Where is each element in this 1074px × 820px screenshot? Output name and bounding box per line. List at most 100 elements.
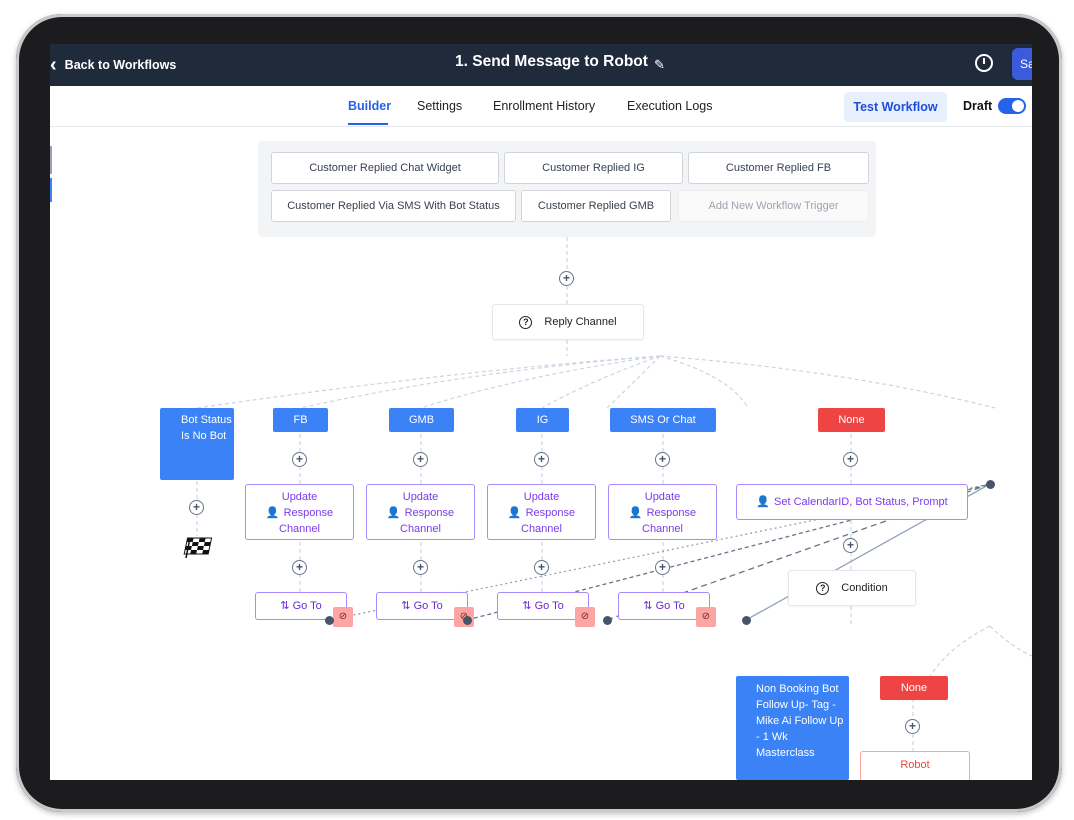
- trigger-ig[interactable]: Customer Replied IG: [504, 152, 683, 184]
- history-icon[interactable]: [975, 54, 993, 72]
- draft-toggle[interactable]: [998, 98, 1026, 114]
- back-to-workflows-button[interactable]: ‹ Back to Workflows: [50, 44, 176, 86]
- trigger-chat-widget[interactable]: Customer Replied Chat Widget: [271, 152, 499, 184]
- goto-action-ig[interactable]: ⇅ Go To: [497, 592, 589, 620]
- branch-gmb[interactable]: GMB: [389, 408, 454, 432]
- add-step-button[interactable]: +: [655, 560, 670, 575]
- trigger-gmb[interactable]: Customer Replied GMB: [521, 190, 671, 222]
- add-step-button[interactable]: +: [534, 560, 549, 575]
- end-flag-icon: [182, 536, 213, 559]
- action-line-1: Update: [402, 491, 439, 503]
- user-icon: 👤: [507, 507, 522, 519]
- chevron-left-icon: ‹: [50, 54, 57, 76]
- active-tab-indicator: [348, 123, 388, 125]
- goto-label: Go To: [534, 600, 564, 612]
- update-response-channel-fb[interactable]: Update 👤Response Channel: [245, 484, 354, 540]
- add-step-button[interactable]: +: [843, 538, 858, 553]
- action-line-1: Update: [523, 491, 560, 503]
- add-step-button[interactable]: +: [413, 452, 428, 467]
- robot-action[interactable]: Robot: [860, 751, 970, 780]
- set-calendar-label: Set CalendarID, Bot Status, Prompt: [774, 496, 948, 508]
- add-trigger-button[interactable]: Add New Workflow Trigger: [678, 190, 869, 222]
- user-icon: 👤: [756, 496, 771, 508]
- goto-icon: ⇅: [643, 600, 656, 612]
- user-icon: 👤: [386, 507, 401, 519]
- update-response-channel-ig[interactable]: Update 👤Response Channel: [487, 484, 596, 540]
- connector-handle[interactable]: [986, 480, 995, 489]
- goto-label: Go To: [413, 600, 443, 612]
- tab-settings[interactable]: Settings: [417, 99, 463, 113]
- goto-label: Go To: [292, 600, 322, 612]
- trigger-fb[interactable]: Customer Replied FB: [688, 152, 869, 184]
- branch-non-booking-follow-up[interactable]: Non Booking Bot Follow Up- Tag - Mike Ai…: [736, 676, 849, 780]
- user-icon: 👤: [265, 507, 280, 519]
- action-line-2: Response: [283, 507, 334, 519]
- add-step-button[interactable]: +: [534, 452, 549, 467]
- action-line-2: Response: [525, 507, 576, 519]
- tab-enrollment-history[interactable]: Enrollment History: [493, 99, 596, 113]
- unlink-icon[interactable]: ⊘: [575, 607, 595, 627]
- add-step-button[interactable]: +: [843, 452, 858, 467]
- tab-execution-logs[interactable]: Execution Logs: [627, 99, 713, 113]
- action-line-1: Update: [281, 491, 318, 503]
- add-step-button[interactable]: +: [559, 271, 574, 286]
- pencil-icon[interactable]: ✎: [654, 57, 665, 72]
- left-rail-marker: [50, 146, 52, 174]
- add-step-button[interactable]: +: [189, 500, 204, 515]
- goto-icon: ⇅: [401, 600, 414, 612]
- action-line-3: Channel: [279, 523, 320, 535]
- draft-label: Draft: [963, 99, 993, 113]
- branch-fb[interactable]: FB: [273, 408, 328, 432]
- branch-none-lower[interactable]: None: [880, 676, 948, 700]
- robot-label: Robot: [900, 759, 930, 771]
- app-screen: ‹ Back to Workflows 1. Send Message to R…: [50, 44, 1032, 780]
- action-line-3: Channel: [400, 523, 441, 535]
- branch-sms-or-chat[interactable]: SMS Or Chat: [610, 408, 716, 432]
- goto-action-fb[interactable]: ⇅ Go To: [255, 592, 347, 620]
- connector-handle[interactable]: [325, 616, 334, 625]
- add-step-button[interactable]: +: [413, 560, 428, 575]
- save-button[interactable]: Sa: [1012, 48, 1032, 80]
- workflow-title[interactable]: 1. Send Message to Robot: [455, 53, 648, 70]
- add-step-button[interactable]: +: [655, 452, 670, 467]
- add-step-button[interactable]: +: [292, 452, 307, 467]
- condition-label: Condition: [841, 582, 888, 594]
- action-line-2: Response: [646, 507, 697, 519]
- action-line-2: Response: [404, 507, 455, 519]
- action-line-1: Update: [644, 491, 681, 503]
- branch-bot-status[interactable]: Bot Status Is No Bot: [160, 408, 234, 480]
- set-calendar-action[interactable]: 👤Set CalendarID, Bot Status, Prompt: [736, 484, 968, 520]
- action-line-3: Channel: [642, 523, 683, 535]
- add-step-button[interactable]: +: [292, 560, 307, 575]
- reply-channel-label: Reply Channel: [544, 316, 617, 328]
- reply-channel-node[interactable]: ? Reply Channel: [492, 304, 644, 340]
- user-icon: 👤: [628, 507, 643, 519]
- trigger-sms-bot-status[interactable]: Customer Replied Via SMS With Bot Status: [271, 190, 516, 222]
- connector-handle[interactable]: [742, 616, 751, 625]
- unlink-icon[interactable]: ⊘: [333, 607, 353, 627]
- connector-handle[interactable]: [603, 616, 612, 625]
- goto-icon: ⇅: [522, 600, 535, 612]
- add-step-button[interactable]: +: [905, 719, 920, 734]
- trigger-panel: Customer Replied Chat Widget Customer Re…: [258, 141, 876, 237]
- tab-bar: Builder Settings Enrollment History Exec…: [50, 86, 1032, 127]
- left-rail-active-marker: [50, 178, 52, 202]
- back-label: Back to Workflows: [64, 58, 177, 72]
- branch-ig[interactable]: IG: [516, 408, 569, 432]
- unlink-icon[interactable]: ⊘: [696, 607, 716, 627]
- goto-icon: ⇅: [280, 600, 293, 612]
- question-icon: ?: [519, 315, 533, 329]
- question-icon: ?: [816, 581, 830, 595]
- top-bar: ‹ Back to Workflows 1. Send Message to R…: [50, 44, 1032, 86]
- connector-handle[interactable]: [463, 616, 472, 625]
- update-response-channel-sms[interactable]: Update 👤Response Channel: [608, 484, 717, 540]
- tab-builder[interactable]: Builder: [348, 99, 392, 113]
- branch-none[interactable]: None: [818, 408, 885, 432]
- update-response-channel-gmb[interactable]: Update 👤Response Channel: [366, 484, 475, 540]
- workflow-canvas[interactable]: Customer Replied Chat Widget Customer Re…: [50, 126, 1032, 780]
- goto-action-gmb[interactable]: ⇅ Go To: [376, 592, 468, 620]
- goto-label: Go To: [655, 600, 685, 612]
- test-workflow-button[interactable]: Test Workflow: [844, 92, 947, 122]
- goto-action-sms[interactable]: ⇅ Go To: [618, 592, 710, 620]
- condition-node[interactable]: ? Condition: [788, 570, 916, 606]
